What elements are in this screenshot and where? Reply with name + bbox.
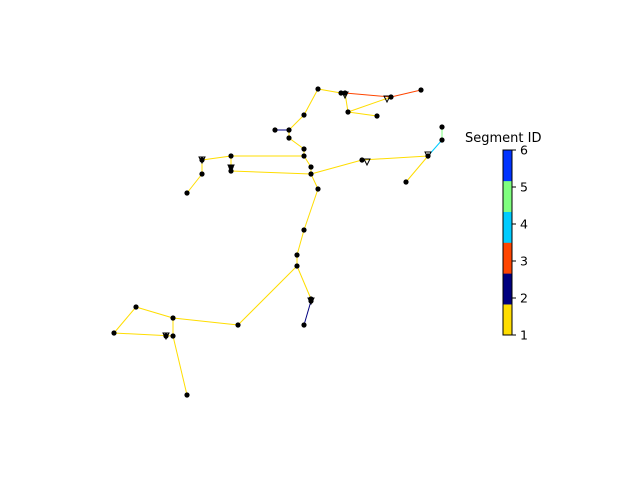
graph-edge — [172, 317, 239, 326]
colorbar-band — [503, 211, 512, 243]
graph-node — [439, 137, 445, 143]
colorbar-ticks: 1 2 3 4 5 6 — [512, 143, 528, 343]
colorbar-band — [503, 273, 512, 305]
graph-edge — [237, 265, 298, 326]
colorbar-tick-label: 3 — [520, 254, 528, 269]
graph-edge — [347, 111, 378, 117]
graph-edge — [113, 306, 137, 334]
graph-edge — [288, 114, 305, 131]
graph-node — [301, 112, 307, 118]
graph-edge — [172, 335, 188, 396]
colorbar-band — [503, 180, 512, 212]
graph-edge — [303, 88, 319, 116]
graph-edge — [303, 300, 312, 326]
graph-node — [199, 171, 205, 177]
graph-edge — [310, 159, 363, 175]
graph-edge — [296, 265, 312, 300]
colorbar-bands — [503, 150, 512, 336]
graph-edge — [135, 306, 174, 319]
graph-edge — [390, 89, 422, 98]
colorbar-band — [503, 150, 512, 182]
graph-node — [315, 86, 321, 92]
graph-node — [294, 252, 300, 258]
graph-node — [133, 304, 139, 310]
graph-node — [184, 190, 190, 196]
graph-node — [301, 322, 307, 328]
graph-node — [388, 94, 394, 100]
graph-node — [286, 135, 292, 141]
colorbar-title: Segment ID — [465, 131, 541, 146]
graph-edge — [310, 173, 319, 190]
graph-node — [308, 298, 314, 304]
graph-nodes — [111, 86, 445, 398]
colorbar-band — [503, 304, 512, 336]
graph-node — [286, 127, 292, 133]
graph-edge — [347, 96, 392, 113]
graph-node — [342, 90, 348, 96]
graph-edges — [113, 88, 443, 396]
graph-node — [294, 263, 300, 269]
graph-node — [170, 315, 176, 321]
graph-node — [199, 157, 205, 163]
graph-node — [163, 333, 169, 339]
graph-node — [345, 109, 351, 115]
graph-node — [418, 87, 424, 93]
graph-node — [315, 186, 321, 192]
graph-edge — [317, 88, 342, 94]
colorbar-tick-label: 6 — [520, 143, 528, 158]
graph-edge — [405, 155, 429, 183]
graph-edge — [344, 92, 392, 98]
graph-node — [170, 333, 176, 339]
graph-node — [228, 168, 234, 174]
graph-node — [439, 124, 445, 130]
colorbar-tick-label: 2 — [520, 291, 528, 306]
graph-edge — [113, 332, 174, 337]
graph-node — [359, 157, 365, 163]
graph-edge — [230, 170, 312, 175]
graph-edge — [303, 188, 319, 231]
graph-node — [301, 146, 307, 152]
colorbar-tick-label: 1 — [520, 328, 528, 343]
graph-edge — [296, 229, 305, 256]
graph-node — [228, 153, 234, 159]
colorbar-tick-label: 5 — [520, 180, 528, 195]
graph-node — [301, 153, 307, 159]
graph-node — [338, 90, 344, 96]
graph-edge — [201, 155, 232, 161]
colorbar-frame — [502, 149, 513, 336]
graph-node — [111, 330, 117, 336]
graph-node — [301, 227, 307, 233]
colorbar-band — [503, 242, 512, 274]
graph-node — [308, 171, 314, 177]
graph-edge — [361, 155, 429, 161]
graph-node — [403, 179, 409, 185]
direction-marker — [383, 95, 391, 104]
graph-node — [425, 153, 431, 159]
direction-marker — [363, 158, 371, 167]
graph-node — [228, 164, 234, 170]
graph-node — [235, 322, 241, 328]
colorbar-tick-label: 4 — [520, 217, 528, 232]
graph-node — [308, 164, 314, 170]
direction-markers — [162, 91, 432, 341]
graph-node — [374, 113, 380, 119]
graph-edge — [288, 137, 305, 150]
graph-node — [272, 127, 278, 133]
segment-colorbar: Segment ID 1 2 3 4 5 6 — [465, 131, 541, 343]
graph-edge — [186, 173, 203, 194]
graph-node — [184, 392, 190, 398]
